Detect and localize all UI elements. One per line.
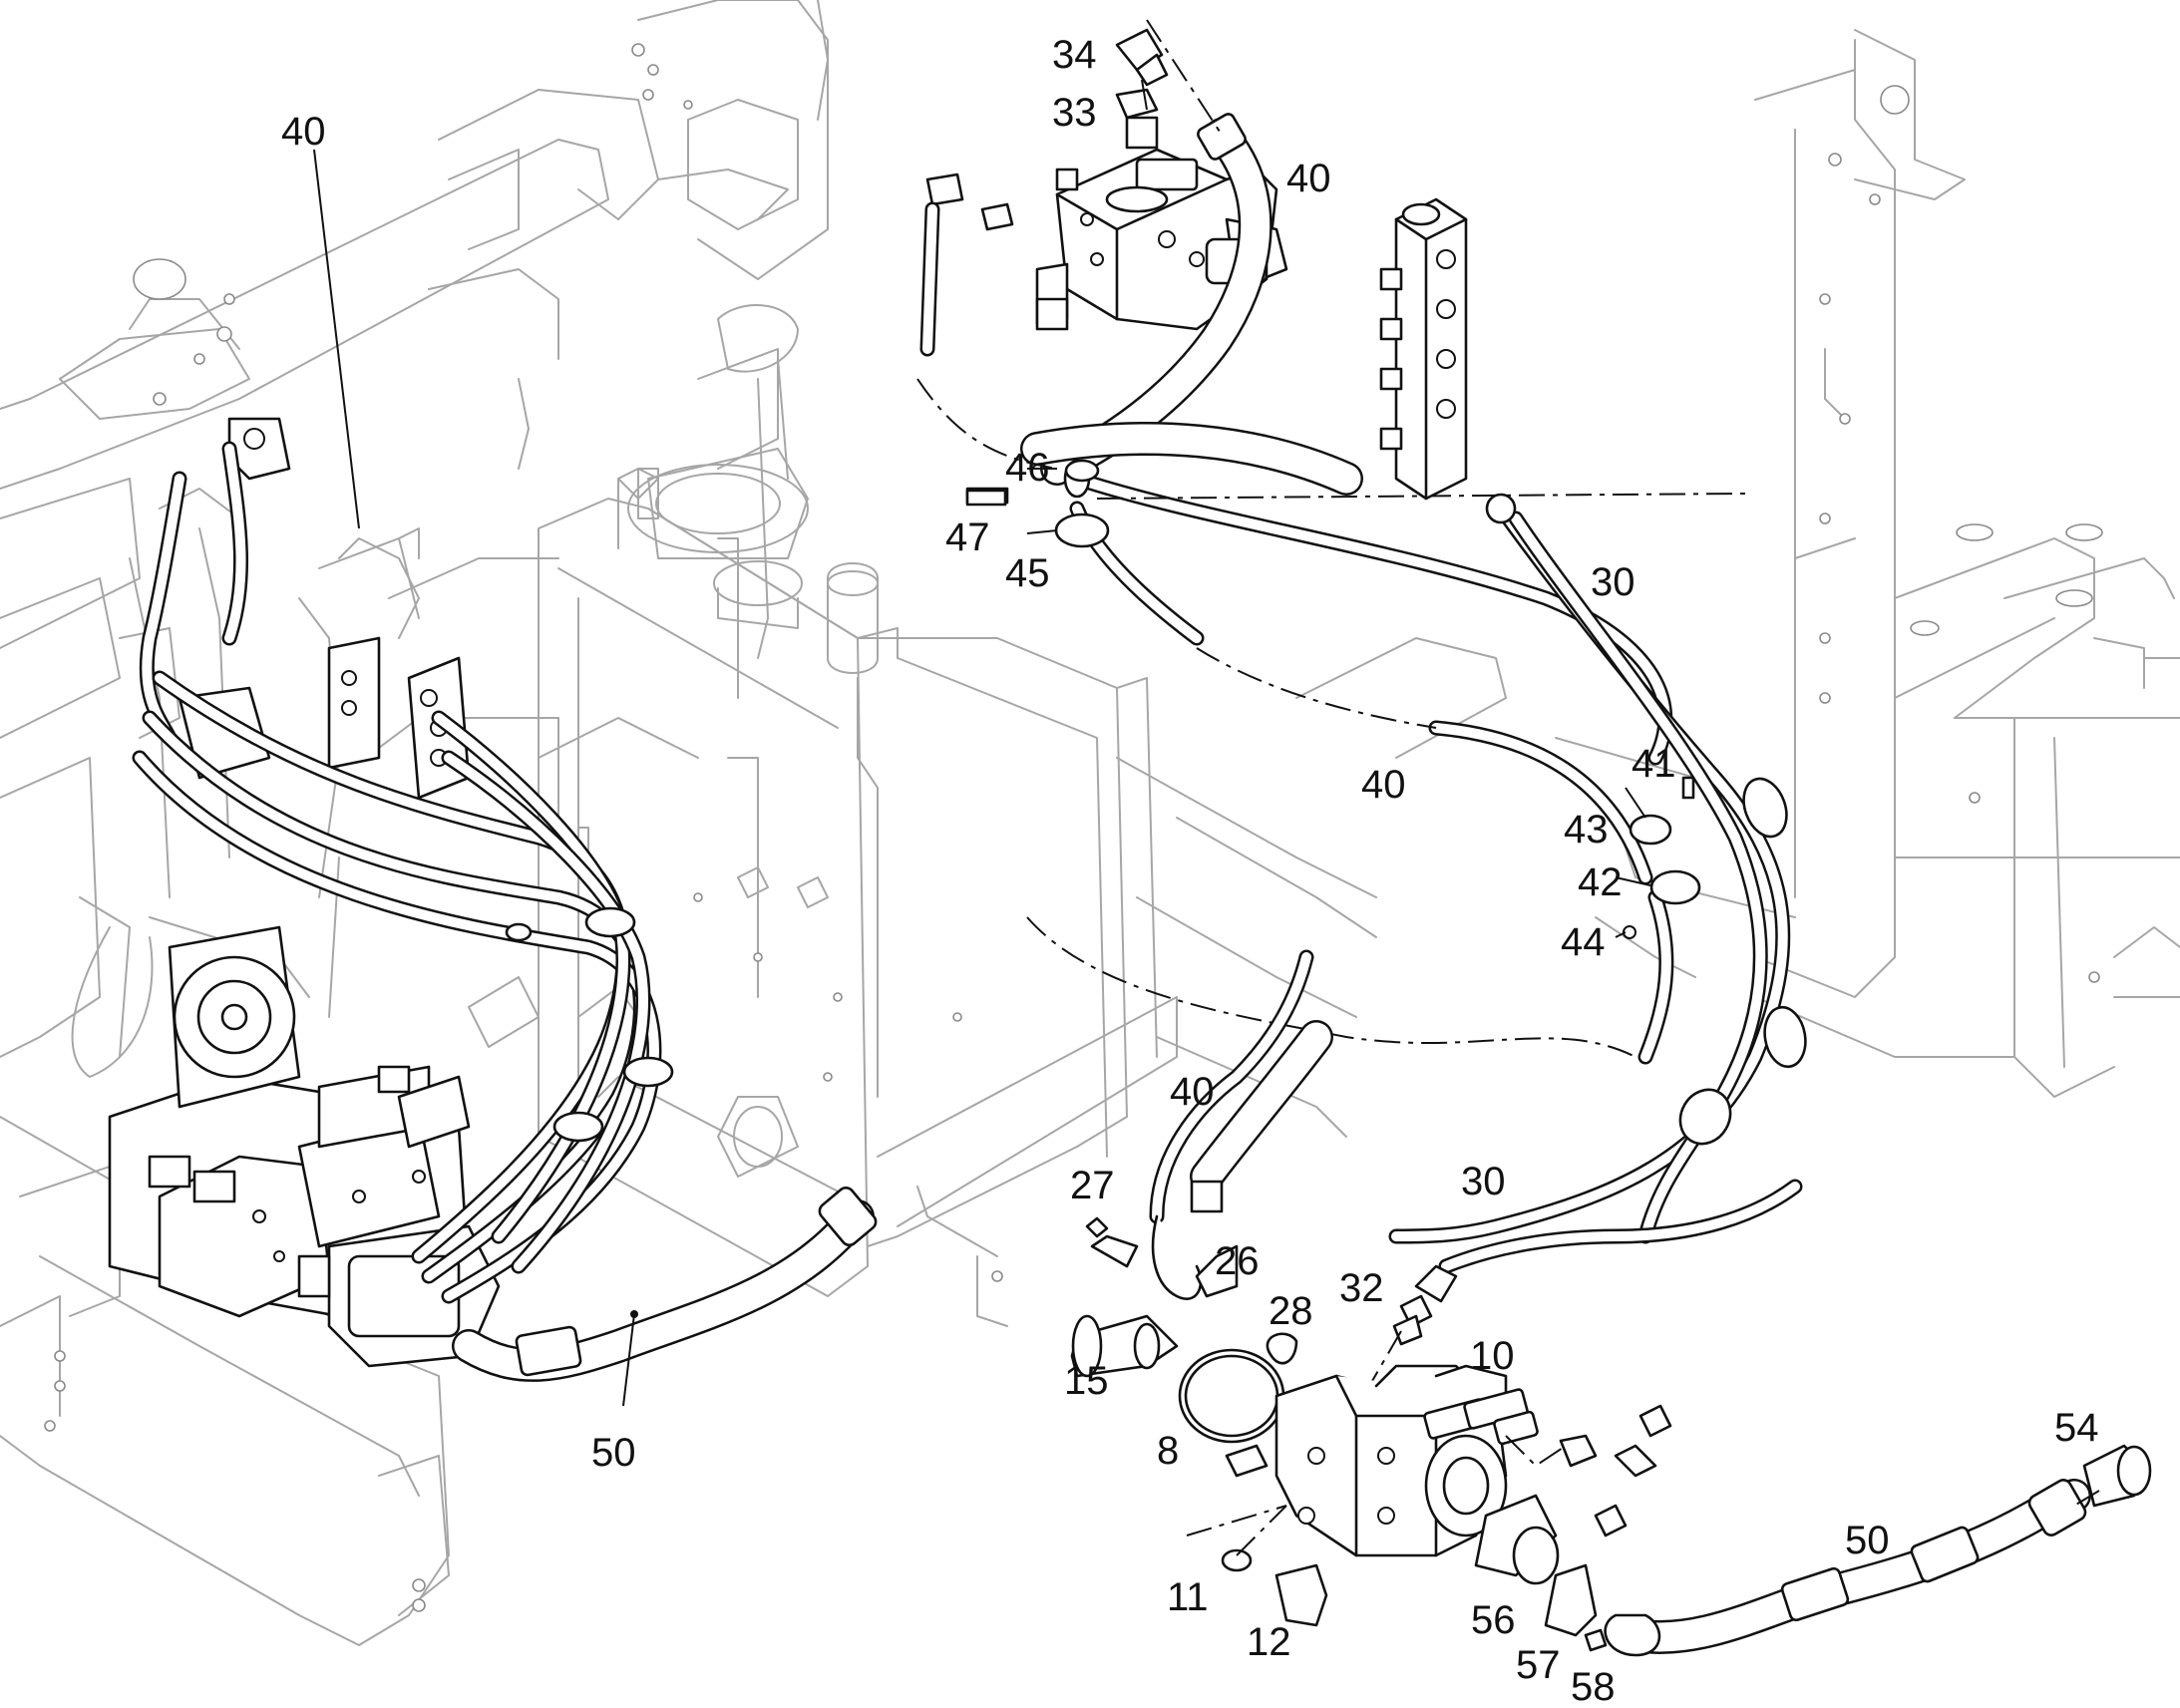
callout-34: 34 (1052, 33, 1097, 77)
callout-40-lower: 40 (1170, 1070, 1215, 1114)
callout-56: 56 (1471, 1598, 1516, 1642)
callout-27: 27 (1070, 1164, 1115, 1207)
bolt-47 (965, 489, 1007, 507)
callout-30-upper: 30 (1591, 560, 1635, 604)
callout-54: 54 (2054, 1406, 2099, 1450)
top-valve-block (916, 19, 1746, 1065)
screw-58 (1584, 1628, 1608, 1652)
leader-lines (313, 79, 1651, 1407)
callout-40-top: 40 (1286, 157, 1331, 200)
callout-40-mid: 40 (1361, 763, 1406, 807)
left-pump-assembly (108, 417, 878, 1382)
callout-12: 12 (1247, 1620, 1291, 1664)
callout-33: 33 (1052, 91, 1097, 135)
callout-57: 57 (1516, 1643, 1561, 1687)
callout-45: 45 (1005, 551, 1050, 595)
hose-clamps (965, 459, 1701, 939)
clamp-43 (1629, 814, 1672, 846)
callout-8: 8 (1157, 1429, 1179, 1473)
distribution-manifold (1379, 197, 1807, 1244)
callout-40-left: 40 (281, 110, 326, 154)
callout-43: 43 (1564, 808, 1609, 852)
callout-11: 11 (1167, 1575, 1209, 1619)
bolt-12 (1274, 1563, 1328, 1627)
screw-41 (1681, 776, 1695, 800)
callout-26: 26 (1215, 1239, 1260, 1283)
machine-frame-left (0, 0, 829, 1646)
oring-56 (1512, 1526, 1560, 1585)
washer-11 (1221, 1548, 1253, 1572)
clamp-45 (1054, 512, 1110, 548)
callout-10: 10 (1470, 1334, 1515, 1378)
callout-50-right: 50 (1845, 1519, 1890, 1562)
clamp-42 (1649, 869, 1701, 905)
callout-15: 15 (1064, 1359, 1109, 1403)
callout-30-lower: 30 (1461, 1160, 1506, 1203)
callout-58: 58 (1571, 1665, 1616, 1708)
callout-labels: 40 34 33 40 46 47 45 30 40 41 43 42 44 4… (281, 33, 2099, 1708)
flange-half-57 (1544, 1563, 1598, 1637)
callout-47: 47 (945, 515, 990, 559)
callout-28: 28 (1269, 1289, 1313, 1333)
hydraulic-tank (468, 448, 1178, 1327)
callout-42: 42 (1578, 860, 1623, 904)
callout-41: 41 (1632, 742, 1676, 786)
pump-exploded-view (1070, 949, 2152, 1657)
callout-44: 44 (1561, 920, 1606, 964)
callout-50-left: 50 (591, 1431, 636, 1475)
callout-32: 32 (1339, 1266, 1384, 1310)
clamp-46 (1064, 459, 1100, 483)
callout-46: 46 (1005, 446, 1050, 490)
